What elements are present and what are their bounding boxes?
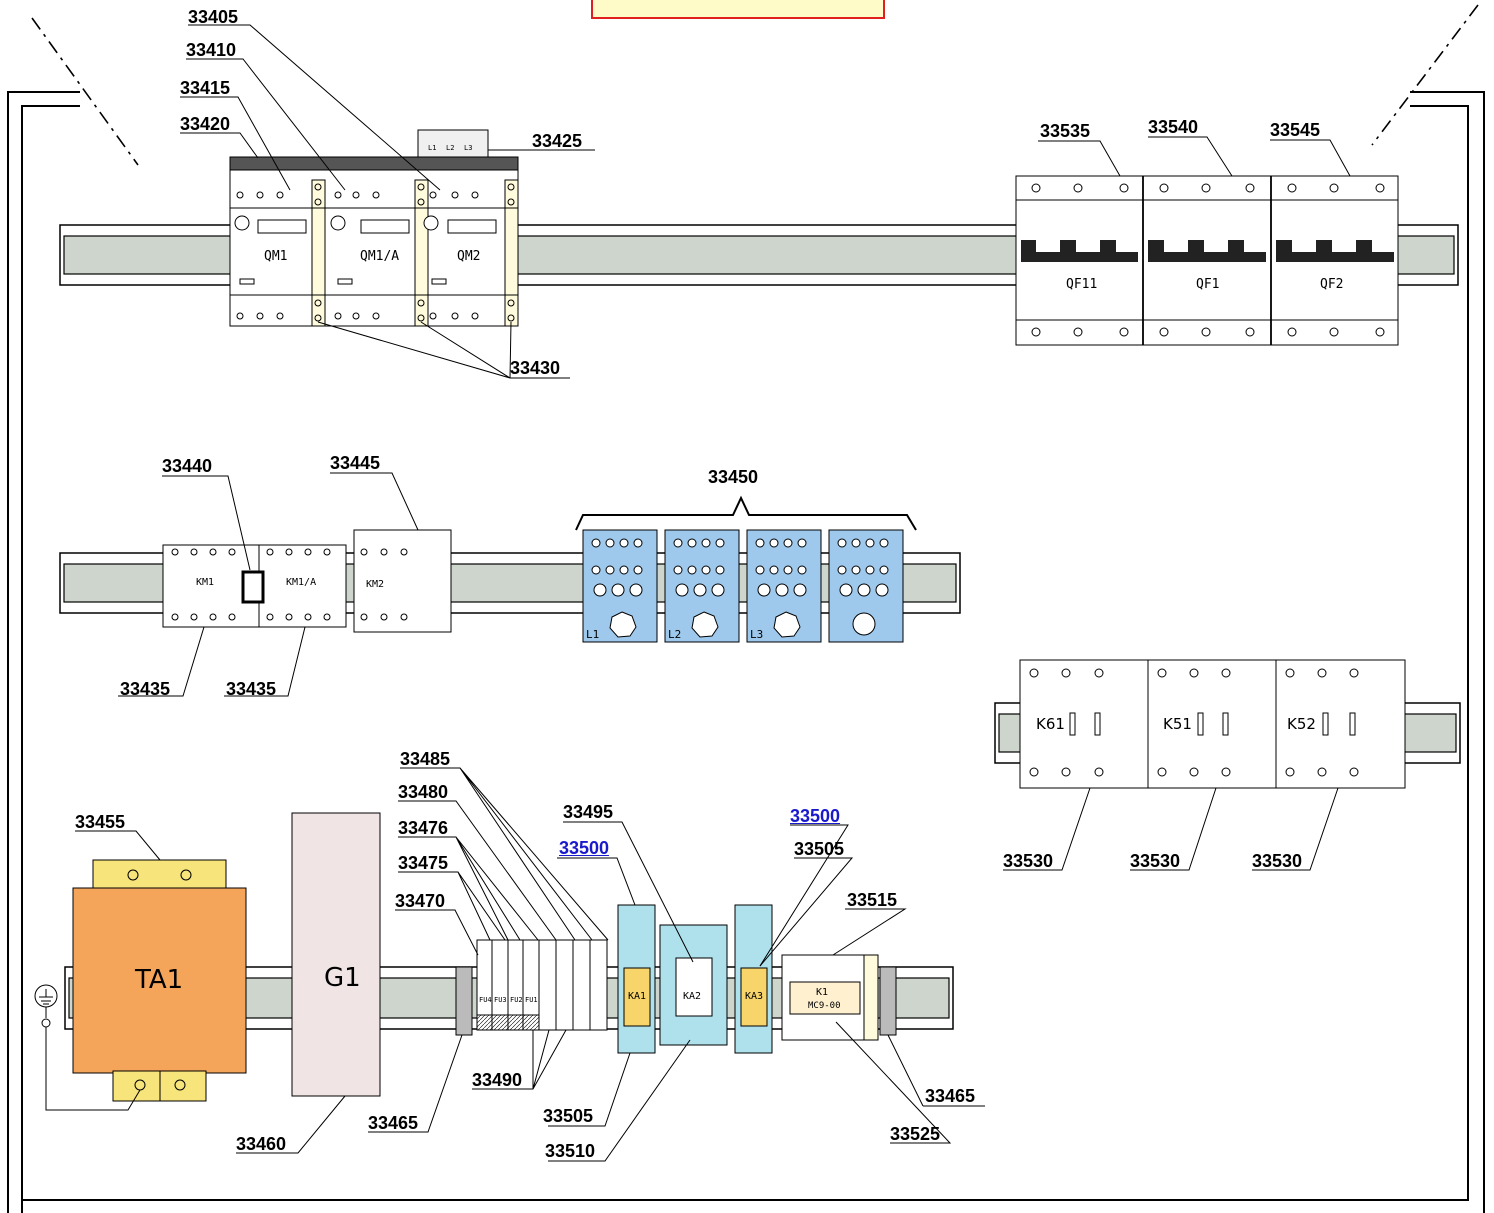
relay-ka2 bbox=[659, 924, 728, 1046]
callout-33410: 33410 bbox=[186, 40, 237, 60]
label-qm1a: QM1/A bbox=[360, 249, 400, 264]
callout-33485: 33485 bbox=[400, 749, 451, 769]
transformer-ta1 bbox=[72, 859, 247, 1102]
callout-33530-c: 33530 bbox=[1252, 851, 1303, 871]
label-fu1: FU1 bbox=[525, 996, 538, 1004]
callout-33490: 33490 bbox=[472, 1070, 523, 1090]
label-fu2: FU2 bbox=[510, 996, 523, 1004]
callout-33450: 33450 bbox=[708, 467, 759, 487]
label-km1a: KM1/A bbox=[286, 577, 317, 588]
label-k51: K51 bbox=[1163, 715, 1192, 733]
callout-33435a: 33435 bbox=[120, 679, 171, 699]
label-fu3: FU3 bbox=[494, 996, 507, 1004]
label-phase-l2: L2 bbox=[446, 144, 455, 152]
callout-33425: 33425 bbox=[532, 131, 583, 151]
phase-terminal-33425 bbox=[417, 129, 489, 158]
label-g1: G1 bbox=[324, 963, 361, 993]
callout-33480: 33480 bbox=[398, 782, 449, 802]
callout-33470: 33470 bbox=[395, 891, 446, 911]
label-k52: K52 bbox=[1287, 715, 1316, 733]
label-ka3: KA3 bbox=[745, 991, 764, 1002]
contactors-km bbox=[162, 529, 452, 633]
callout-33530-a: 33530 bbox=[1003, 851, 1054, 871]
label-qm2: QM2 bbox=[457, 249, 481, 264]
label-km2: KM2 bbox=[366, 579, 385, 590]
callout-33415: 33415 bbox=[180, 78, 231, 98]
callout-33420: 33420 bbox=[180, 114, 231, 134]
callout-33495: 33495 bbox=[563, 802, 614, 822]
contactors-k bbox=[1019, 659, 1406, 789]
callout-33476: 33476 bbox=[398, 818, 449, 838]
contactor-k1 bbox=[781, 954, 879, 1041]
label-ka1: KA1 bbox=[628, 991, 647, 1002]
label-l2: L2 bbox=[668, 628, 682, 641]
label-l1: L1 bbox=[586, 628, 600, 641]
label-k61: K61 bbox=[1036, 715, 1065, 733]
callout-33530-b: 33530 bbox=[1130, 851, 1181, 871]
label-qm1: QM1 bbox=[264, 249, 288, 264]
label-l3: L3 bbox=[750, 628, 764, 641]
ground-symbol bbox=[34, 984, 141, 1111]
callout-33540: 33540 bbox=[1148, 117, 1199, 137]
callout-33465-right: 33465 bbox=[925, 1086, 976, 1106]
callout-33455: 33455 bbox=[75, 812, 126, 832]
title-box bbox=[591, 0, 885, 19]
label-km1: KM1 bbox=[196, 577, 215, 588]
terminal-blocks-33450 bbox=[582, 529, 904, 643]
label-k1: K1 bbox=[816, 987, 829, 998]
callout-33465-left: 33465 bbox=[368, 1113, 419, 1133]
relay-ka3 bbox=[734, 904, 773, 1054]
terminal-strip bbox=[538, 939, 608, 1031]
label-phase-l3: L3 bbox=[464, 144, 473, 152]
label-ta1: TA1 bbox=[135, 965, 184, 995]
enclosure-frame bbox=[7, 91, 1485, 1213]
callout-33475: 33475 bbox=[398, 853, 449, 873]
callout-33445: 33445 bbox=[330, 453, 381, 473]
callout-33545: 33545 bbox=[1270, 120, 1321, 140]
callout-33510: 33510 bbox=[545, 1141, 596, 1161]
label-fu4: FU4 bbox=[479, 996, 492, 1004]
fuse-holders bbox=[476, 939, 540, 1031]
label-ka2: KA2 bbox=[683, 991, 702, 1002]
relay-ka1 bbox=[617, 904, 656, 1054]
callout-33505-top: 33505 bbox=[794, 839, 845, 859]
cut-lines bbox=[31, 4, 1479, 166]
label-qf2: QF2 bbox=[1320, 277, 1344, 292]
leader-lines bbox=[75, 24, 1351, 1162]
label-phase-l1: L1 bbox=[428, 144, 437, 152]
brace-33450 bbox=[575, 495, 917, 531]
callout-33525: 33525 bbox=[890, 1124, 941, 1144]
label-qf11: QF11 bbox=[1066, 277, 1098, 292]
motor-switches bbox=[229, 169, 519, 327]
end-stop-left bbox=[455, 966, 473, 1036]
callout-33405: 33405 bbox=[188, 7, 239, 27]
end-stop-right bbox=[879, 966, 897, 1036]
label-qf1: QF1 bbox=[1196, 277, 1220, 292]
callout-33460: 33460 bbox=[236, 1134, 287, 1154]
label-k1-model: MC9-00 bbox=[808, 1001, 841, 1011]
callout-33500-link-right[interactable]: 33500 bbox=[790, 806, 841, 826]
power-supply-g1 bbox=[291, 812, 381, 1097]
callout-33535: 33535 bbox=[1040, 121, 1091, 141]
callout-33440: 33440 bbox=[162, 456, 213, 476]
callout-33500-link-left[interactable]: 33500 bbox=[559, 838, 610, 858]
callout-33505-bottom: 33505 bbox=[543, 1106, 594, 1126]
callout-33515: 33515 bbox=[847, 890, 898, 910]
callout-33430: 33430 bbox=[510, 358, 561, 378]
circuit-breakers bbox=[1015, 175, 1399, 346]
callout-33435b: 33435 bbox=[226, 679, 277, 699]
